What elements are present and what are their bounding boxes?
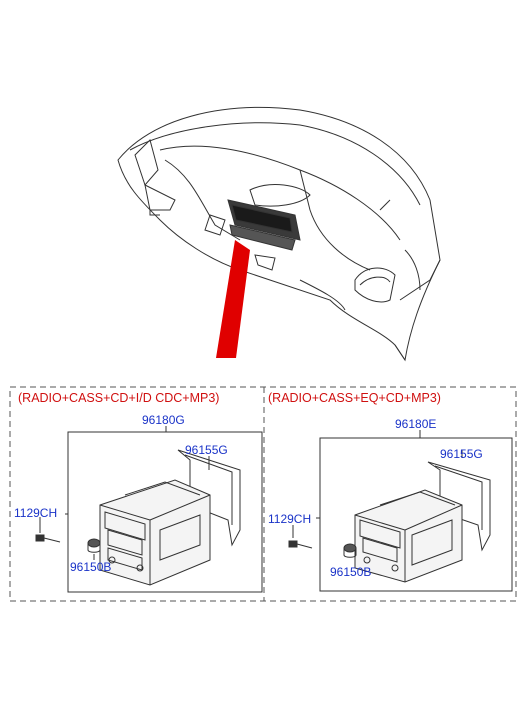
left-bracket-part-number: 96155G [185,443,228,457]
right-screw-part-number: 1129CH [268,512,312,526]
dashboard-illustration [117,107,441,362]
right-panel-title: (RADIO+CASS+EQ+CD+MP3) [268,391,441,405]
panel-frame [9,386,517,602]
pointer-arrow [216,240,250,358]
left-assembly-part-number: 96180G [142,413,185,427]
left-panel-title: (RADIO+CASS+CD+I/D CDC+MP3) [18,391,220,405]
right-knob-part-number: 96150B [330,565,372,579]
left-assembly-drawing [35,426,263,593]
left-screw-part-number: 1129CH [14,506,58,520]
right-assembly-drawing [288,430,513,592]
right-assembly-part-number: 96180E [395,417,437,431]
left-knob-part-number: 96150B [70,560,112,574]
right-bracket-part-number: 96155G [440,447,483,461]
